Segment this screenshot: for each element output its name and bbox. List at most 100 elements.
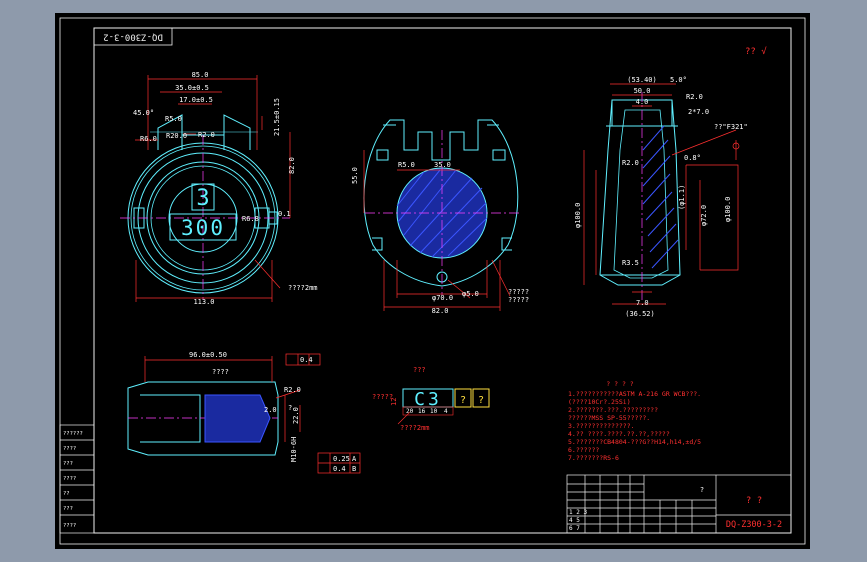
left-table: [59, 424, 95, 534]
drawing-number: DQ-Z300-3-2: [726, 520, 782, 530]
rear-view-dims: [363, 150, 511, 311]
tech-notes-title: ? ? ? ?: [606, 380, 633, 388]
svg-text:2.0: 2.0: [264, 406, 277, 414]
svg-text:85.0: 85.0: [192, 71, 209, 79]
svg-text:R6.8: R6.8: [242, 215, 259, 223]
svg-text:φ100.0: φ100.0: [574, 203, 582, 228]
svg-text:2.???????.???.?????????: 2.???????.???.?????????: [568, 406, 658, 414]
grade-box-1: ?: [460, 395, 466, 406]
rear-view-dim-text: 55.0 R5.0 35.0 φ70.0 82.0 φ5.0 ????? ???…: [351, 161, 529, 315]
svg-text:0.1: 0.1: [278, 210, 291, 218]
grade-small: 12: [390, 398, 398, 406]
title-block-text: ? ? 1 2 3 4 5 6 7 ? DQ-Z300-3-2: [569, 486, 782, 532]
svg-text:113.0: 113.0: [193, 298, 214, 306]
section-view-dim-text: 96.0±0.50 R2.0 ???? 2.0 ? 22.0 M10-6H 0.…: [189, 351, 357, 473]
svg-text:0.8°: 0.8°: [684, 154, 701, 162]
front-mark-3: 3: [196, 186, 209, 211]
left-table-text: ?????? ???? ??? ???? ?? ??? ????: [63, 431, 83, 529]
title-block-company: ? ?: [746, 496, 762, 506]
section-view: [127, 381, 279, 456]
svg-text:φ100.0: φ100.0: [724, 197, 732, 222]
svg-text:7.???????RS-6: 7.???????RS-6: [568, 454, 619, 462]
svg-text:φ5.0: φ5.0: [462, 290, 479, 298]
svg-text:R2.0: R2.0: [198, 131, 215, 139]
drawing-sheet: [55, 13, 810, 549]
svg-text:?????: ?????: [508, 288, 529, 296]
svg-text:50.0: 50.0: [634, 87, 651, 95]
svg-text:21.5±0.15: 21.5±0.15: [273, 98, 281, 136]
grade-box-2: ?: [478, 395, 484, 406]
grade-block: ??? ????? 12 C3 ? ? 20 16 10 4 ????2mm: [372, 366, 490, 432]
svg-text:??: ??: [63, 491, 70, 497]
side-view: [599, 99, 681, 286]
sheet-border: [59, 17, 806, 545]
front-view-dims: [135, 75, 291, 302]
svg-text:???: ???: [63, 506, 73, 512]
rear-view-centerlines: [365, 130, 520, 295]
title-block-row-1: 1 2 3: [569, 509, 587, 516]
title-block-row-3: 6 7: [569, 525, 580, 532]
svg-text:7.0: 7.0: [636, 299, 649, 307]
svg-text:????2mm: ????2mm: [288, 284, 318, 292]
svg-text:0.4: 0.4: [333, 465, 346, 473]
svg-text:R2.0: R2.0: [284, 386, 301, 394]
tech-notes: ? ? ? ? 1.???????????ASTM A-216 GR WCB??…: [568, 380, 701, 462]
grade-code: C3: [414, 389, 442, 410]
svg-text:4.0: 4.0: [636, 98, 649, 106]
svg-text:10: 10: [430, 408, 438, 415]
svg-text:φ70.0: φ70.0: [432, 294, 453, 302]
svg-text:??"F321": ??"F321": [714, 123, 748, 131]
side-view-hatch: [642, 125, 679, 269]
svg-text:????: ????: [63, 523, 76, 529]
side-view-dim-text: (53.40) 50.0 4.0 5.0° R2.0 2*7.0 ??"F321…: [574, 76, 748, 318]
svg-text:96.0±0.50: 96.0±0.50: [189, 351, 227, 359]
svg-text:20: 20: [406, 408, 414, 415]
svg-text:????: ????: [63, 446, 76, 452]
roughness-note: ?? √: [745, 46, 767, 57]
svg-text:R5.0: R5.0: [398, 161, 415, 169]
svg-text:1.???????????ASTM A-216 GR WCB: 1.???????????ASTM A-216 GR WCB???.: [568, 390, 701, 398]
front-view-centerlines: [120, 135, 290, 300]
drawing-frame: [93, 27, 792, 534]
grade-label: ???: [413, 366, 426, 374]
svg-text:R2.0: R2.0: [686, 93, 703, 101]
svg-text:R6.0: R6.0: [140, 135, 157, 143]
grade-note: ????2mm: [400, 424, 430, 432]
svg-text:R2.0: R2.0: [622, 159, 639, 167]
svg-text:22.0: 22.0: [292, 407, 300, 424]
svg-text:R20.0: R20.0: [166, 132, 187, 140]
front-mark-300: 300: [181, 216, 225, 240]
front-view-marks: 3 300: [169, 183, 237, 241]
svg-text:φ72.0: φ72.0: [700, 205, 708, 226]
svg-text:????: ????: [63, 476, 76, 482]
title-stamp: DQ-Z300-3-2: [93, 27, 173, 46]
svg-text:(36.52): (36.52): [625, 310, 655, 318]
svg-text:82.0: 82.0: [432, 307, 449, 315]
svg-text:6.??????: 6.??????: [568, 446, 599, 454]
svg-text:17.0±0.5: 17.0±0.5: [179, 96, 213, 104]
svg-text:5.???????CB4804-???G??H14,h14,: 5.???????CB4804-???G??H14,h14,±d/5: [568, 438, 701, 446]
front-view-dim-text: 85.0 35.0±0.5 17.0±0.5 R5.0 R20.0 R6.0 R…: [133, 71, 318, 306]
svg-text:35.0±0.5: 35.0±0.5: [175, 84, 209, 92]
svg-text:3.??????????????.: 3.??????????????.: [568, 422, 635, 430]
title-stamp-text: DQ-Z300-3-2: [103, 32, 163, 42]
title-block-name: ?: [700, 486, 704, 494]
title-block: [566, 474, 792, 534]
svg-text:(53.40): (53.40): [627, 76, 657, 84]
svg-text:????: ????: [212, 368, 229, 376]
svg-text:?????: ?????: [508, 296, 529, 304]
svg-text:4: 4: [444, 408, 448, 415]
svg-text:A: A: [352, 455, 357, 463]
svg-text:(φ1.1): (φ1.1): [678, 185, 686, 210]
svg-text:45.0°: 45.0°: [133, 109, 154, 117]
svg-text:0.4: 0.4: [300, 356, 313, 364]
svg-text:B: B: [352, 465, 356, 473]
svg-text:55.0: 55.0: [351, 167, 359, 184]
svg-text:2*7.0: 2*7.0: [688, 108, 709, 116]
svg-text:?: ?: [288, 404, 292, 412]
title-block-row-2: 4 5: [569, 517, 580, 524]
svg-text:4.?? ????.????.??.??,?????: 4.?? ????.????.??.??,?????: [568, 430, 670, 438]
svg-text:0.25: 0.25: [333, 455, 350, 463]
svg-text:16: 16: [418, 408, 426, 415]
